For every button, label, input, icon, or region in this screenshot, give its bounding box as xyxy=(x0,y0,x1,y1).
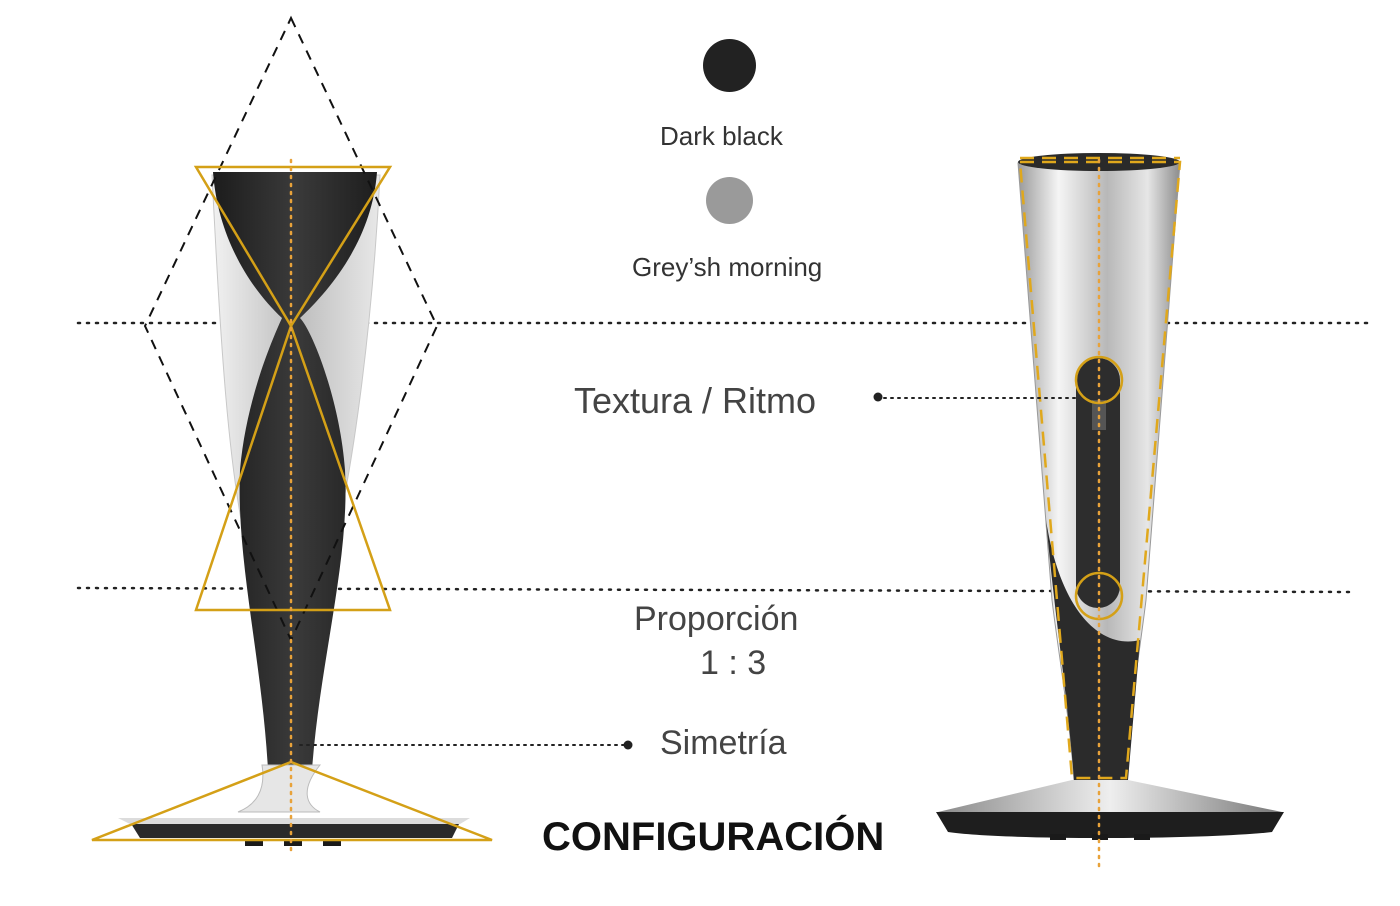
proportion-label: Proporción xyxy=(634,600,799,638)
grey-label: Grey’sh morning xyxy=(632,252,823,282)
proportion-ratio-label: 1 : 3 xyxy=(700,644,767,682)
gold-dashed-cone-outline xyxy=(1018,160,1182,780)
gold-inverted-triangle xyxy=(193,165,393,329)
page-title: CONFIGURACIÓN xyxy=(542,815,885,859)
texture-rhythm-label: Textura / Ritmo xyxy=(574,380,817,421)
dark-black-swatch xyxy=(703,39,756,92)
left-product-front-view xyxy=(91,15,493,854)
right-product-side-view xyxy=(936,153,1284,874)
symmetry-label: Simetría xyxy=(660,724,787,762)
texture-pointer-dot xyxy=(873,392,883,402)
gold-upright-triangle xyxy=(194,322,392,612)
symmetry-pointer-dot xyxy=(623,740,633,750)
grey-swatch xyxy=(706,177,753,224)
dark-black-label: Dark black xyxy=(660,121,783,151)
